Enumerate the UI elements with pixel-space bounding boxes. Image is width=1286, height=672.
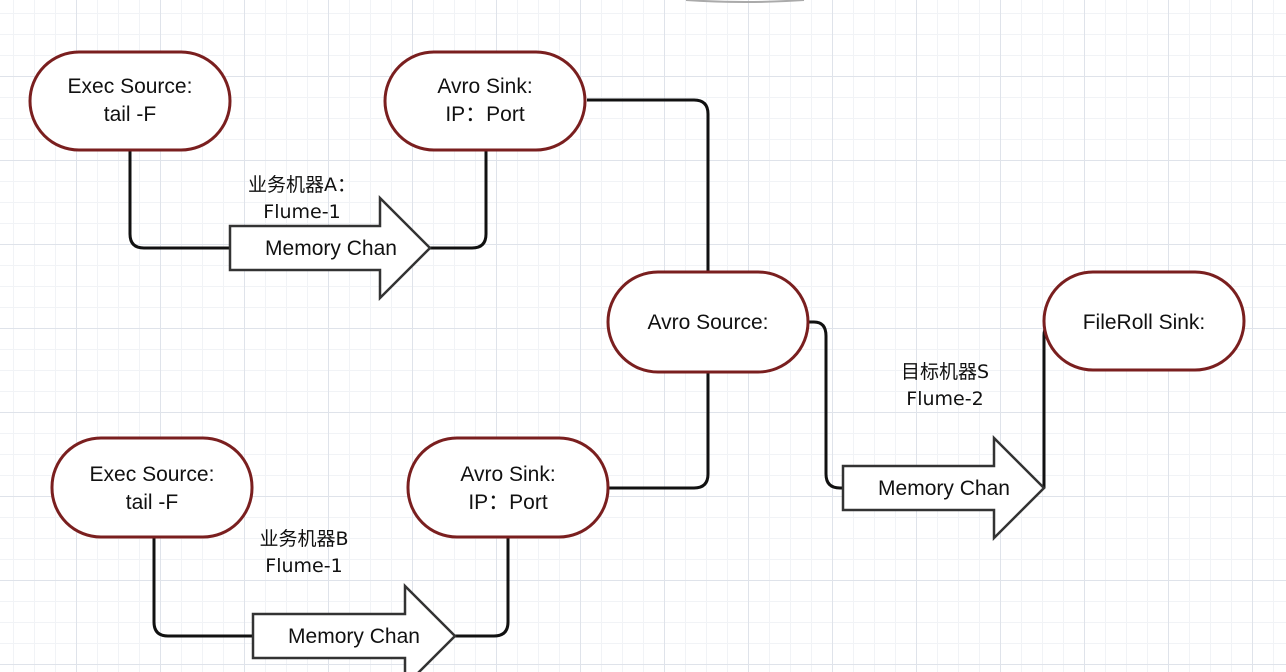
edge-exec-a-to-channel-a (128, 150, 232, 250)
label-machine-b: 业务机器B Flume-1 (259, 528, 348, 577)
node-avro-sink-b-line1: Avro Sink: (460, 463, 555, 486)
label-machine-a-line2: Flume-1 (263, 201, 340, 223)
memory-channel-a-label: Memory Chan (265, 237, 397, 260)
node-avro-source[interactable]: Avro Source: (606, 270, 810, 374)
label-machine-a: 业务机器A： Flume-1 (248, 174, 356, 223)
memory-channel-a: Memory Chan (228, 194, 432, 302)
memory-channel-s-label: Memory Chan (878, 477, 1010, 500)
label-machine-s-line1: 目标机器S (901, 361, 989, 383)
label-machine-s: 目标机器S Flume-2 (901, 361, 989, 410)
node-exec-source-a-line2: tail -F (104, 103, 157, 126)
node-avro-sink-b-line2: IP：Port (468, 491, 548, 514)
node-avro-sink-a-line1: Avro Sink: (437, 75, 532, 98)
edge-channel-b-to-avro-sink-b (455, 537, 510, 638)
node-exec-source-b-line1: Exec Source: (90, 463, 215, 486)
label-machine-b-line2: Flume-1 (265, 555, 342, 577)
memory-channel-b-label: Memory Chan (288, 625, 420, 648)
node-exec-source-b-line2: tail -F (126, 491, 179, 514)
edge-exec-b-to-channel-b (152, 537, 255, 638)
memory-channel-s: Memory Chan (841, 434, 1046, 542)
edge-avro-source-to-channel-s (809, 320, 845, 490)
node-exec-source-b[interactable]: Exec Source: tail -F (50, 436, 254, 539)
node-exec-source-a-line1: Exec Source: (68, 75, 193, 98)
memory-channel-b: Memory Chan (251, 582, 457, 672)
node-exec-source-a[interactable]: Exec Source: tail -F (28, 50, 232, 152)
label-machine-b-line1: 业务机器B (259, 528, 348, 550)
edge-avro-sink-b-to-avro-source (608, 372, 710, 490)
partial-shape (685, 0, 805, 3)
node-fileroll-sink[interactable]: FileRoll Sink: (1042, 270, 1246, 372)
label-machine-a-line1: 业务机器A： (248, 174, 356, 196)
node-avro-sink-b[interactable]: Avro Sink: IP：Port (406, 436, 610, 539)
node-fileroll-sink-line1: FileRoll Sink: (1083, 311, 1206, 334)
edge-channel-a-to-avro-sink-a (430, 150, 488, 250)
node-avro-sink-a[interactable]: Avro Sink: IP：Port (383, 50, 587, 152)
node-avro-source-line1: Avro Source: (647, 311, 768, 334)
label-machine-s-line2: Flume-2 (906, 388, 983, 410)
node-avro-sink-a-line2: IP：Port (445, 103, 525, 126)
edge-avro-sink-a-to-avro-source (587, 98, 710, 272)
